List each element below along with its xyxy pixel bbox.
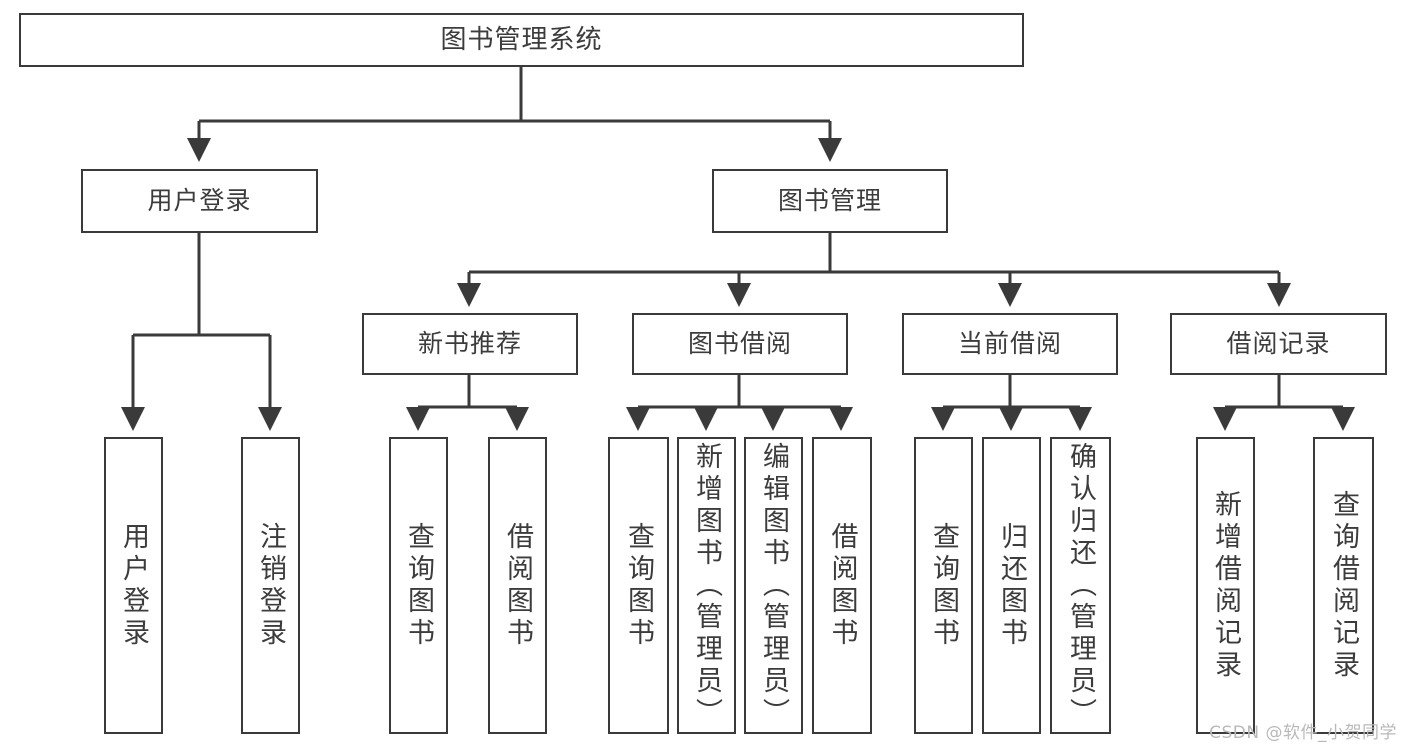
leaf-user-login[interactable]: 用户登录 [104, 437, 163, 734]
node-label: 查询图书 [928, 521, 959, 650]
leaf-query-book-borrow[interactable]: 查询图书 [608, 437, 669, 734]
node-user-login[interactable]: 用户登录 [81, 169, 318, 233]
leaf-borrow-book[interactable]: 借阅图书 [812, 437, 872, 734]
node-label: 图书管理 [777, 186, 882, 216]
node-new-book-recommend[interactable]: 新书推荐 [362, 313, 578, 375]
node-borrow-record[interactable]: 借阅记录 [1170, 313, 1387, 375]
leaf-confirm-return-admin[interactable]: 确认归还（管理员） [1050, 437, 1111, 734]
leaf-query-book-current[interactable]: 查询图书 [914, 437, 973, 734]
leaf-borrow-book-new[interactable]: 借阅图书 [488, 437, 547, 734]
csdn-watermark: CSDN @软件_小贺同学 [1209, 723, 1397, 743]
node-label: 图书借阅 [687, 329, 792, 359]
node-label: 新书推荐 [417, 329, 522, 359]
node-label: 图书管理系统 [440, 24, 603, 55]
node-book-borrow[interactable]: 图书借阅 [632, 313, 848, 375]
leaf-query-book-new[interactable]: 查询图书 [389, 437, 448, 734]
node-label: 注销登录 [255, 521, 286, 650]
node-label: 用户登录 [147, 186, 252, 216]
node-label: 新增图书（管理员） [691, 441, 722, 730]
leaf-add-book-admin[interactable]: 新增图书（管理员） [677, 437, 736, 734]
node-label: 查询借阅记录 [1328, 489, 1359, 682]
node-label: 新增借阅记录 [1210, 489, 1241, 682]
node-label: 查询图书 [623, 521, 654, 650]
node-label: 用户登录 [118, 521, 149, 650]
leaf-edit-book-admin[interactable]: 编辑图书（管理员） [744, 437, 803, 734]
node-current-borrow[interactable]: 当前借阅 [902, 313, 1118, 375]
leaf-logout[interactable]: 注销登录 [241, 437, 300, 734]
node-book-management[interactable]: 图书管理 [712, 169, 948, 233]
leaf-query-borrow-record[interactable]: 查询借阅记录 [1313, 437, 1374, 734]
node-root-system[interactable]: 图书管理系统 [19, 13, 1024, 67]
leaf-add-borrow-record[interactable]: 新增借阅记录 [1196, 437, 1255, 734]
node-label: 编辑图书（管理员） [758, 441, 789, 730]
node-label: 归还图书 [996, 521, 1027, 650]
node-label: 当前借阅 [957, 329, 1062, 359]
node-label: 借阅图书 [502, 521, 533, 650]
node-label: 查询图书 [403, 521, 434, 650]
leaf-return-book[interactable]: 归还图书 [982, 437, 1041, 734]
node-label: 借阅记录 [1226, 329, 1331, 359]
node-label: 借阅图书 [826, 521, 858, 650]
node-label: 确认归还（管理员） [1065, 441, 1096, 730]
